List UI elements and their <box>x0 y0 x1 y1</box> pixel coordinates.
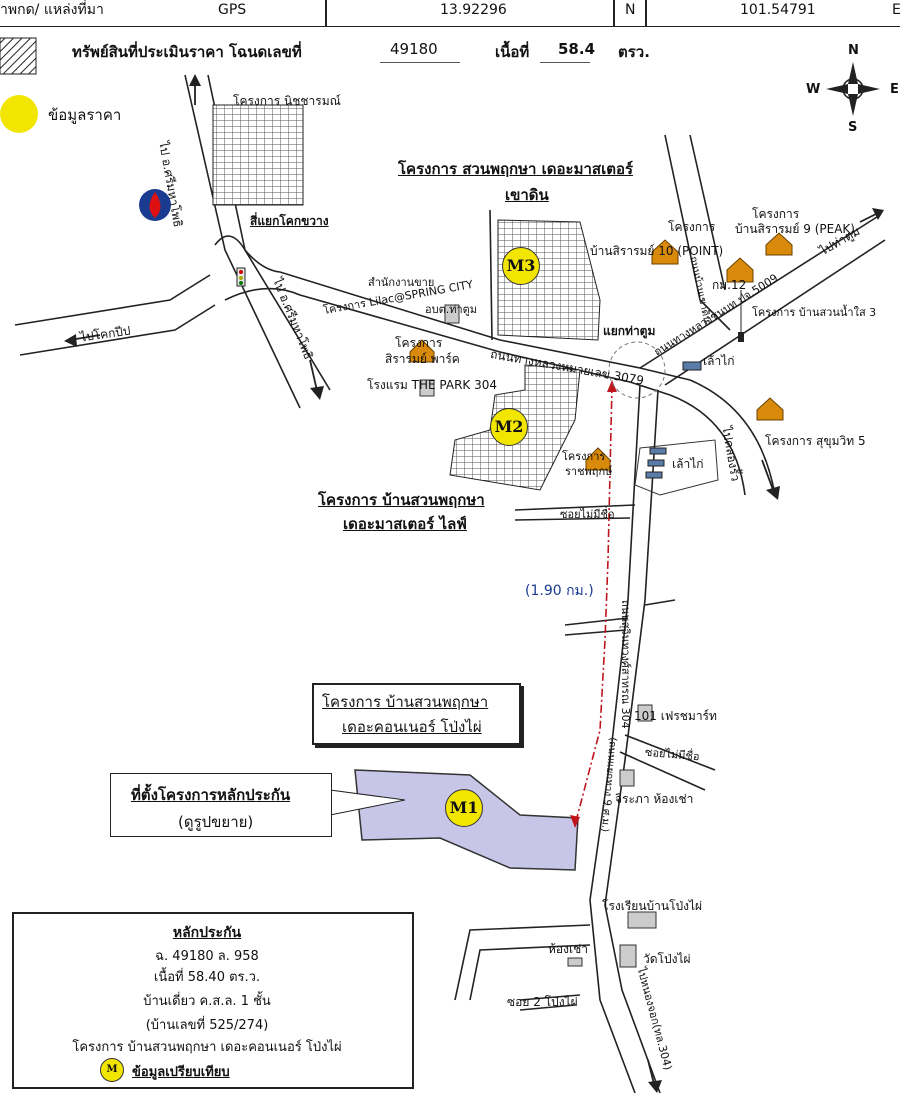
label-distance: (1.90 กม.) <box>525 583 594 599</box>
label-suan-nam-sai: โครงการ บ้านสวนน้ำใส 3 <box>752 306 877 319</box>
marker-m3: M3 <box>502 247 540 285</box>
legend-house-type: บ้านเดี่ยว ค.ส.ล. 1 ชั้น <box>143 994 271 1009</box>
compass-n: N <box>848 43 859 58</box>
header-n: N <box>625 2 636 18</box>
building-icons <box>419 304 657 968</box>
area-unit: ตรว. <box>618 43 650 61</box>
house-icons <box>409 232 793 471</box>
label-collateral-zoom: (ดูรูปขยาย) <box>178 813 254 831</box>
hatch-legend-icon <box>0 37 37 75</box>
label-chicken-farm-1: เล้าไก่ <box>703 354 735 368</box>
label-road-304: ถนนสุวินทวงศ์สาทรณ 304 <box>619 600 632 729</box>
compass-s: S <box>848 120 858 135</box>
label-nichcharam: โครงการ นิชชารมณ์ <box>233 94 341 108</box>
label-siram-park: โครงการ <box>395 336 443 350</box>
header-gps: GPS <box>218 2 247 18</box>
header-divider <box>613 0 615 26</box>
label-jirapa: จิระภา ห้องเช่า <box>615 792 694 806</box>
header-divider <box>325 0 327 26</box>
price-legend-label: ข้อมูลราคา <box>48 106 122 124</box>
marker-m1: M1 <box>445 789 483 827</box>
collateral-callout-box <box>110 773 332 837</box>
label-temple: วัดโป่งไผ่ <box>643 952 691 966</box>
legend-deed: ฉ. 49180 ล. 958 <box>155 949 259 964</box>
label-siram10-2: บ้านสิรารมย์ 10 (POINT) <box>590 244 724 258</box>
legend-m-icon: M <box>100 1058 124 1082</box>
price-legend-dot <box>0 95 38 133</box>
compass-e: E <box>890 82 899 97</box>
compass-icon <box>826 62 880 116</box>
label-rent-room: ห้องเช่า <box>548 942 588 956</box>
label-the-park: โรงแรม THE PARK 304 <box>367 378 498 392</box>
label-soi2: ซอย 2 โป่งไผ่ <box>507 995 578 1009</box>
area-label: เนื้อที่ <box>495 43 530 61</box>
route-arrow-down <box>570 815 580 828</box>
compass-w: W <box>806 82 821 97</box>
label-ratchaphruek-2: ราชพฤกษ์ <box>565 465 613 478</box>
deed-number: 49180 <box>390 40 438 58</box>
label-life-title-2: เดอะมาสเตอร์ ไลฟ์ <box>343 515 467 533</box>
label-siram9: โครงการ <box>752 207 800 221</box>
legend-title: หลักประกัน <box>172 925 242 941</box>
legend-area: เนื้อที่ 58.40 ตร.ว. <box>153 970 261 985</box>
label-collateral-location: ที่ตั้งโครงการหลักประกัน <box>131 786 291 804</box>
asset-label: ทรัพย์สินที่ประเมินราคา โฉนดเลขที่ <box>72 43 302 61</box>
label-sales-office: สำนักงานขาย <box>368 276 435 289</box>
label-sukhumvit5: โครงการ สุขุมวิท 5 <box>765 434 866 448</box>
nichcharam-grid <box>212 104 304 206</box>
label-siram9-2: บ้านสิรารมย์ 9 (PEAK) <box>735 222 855 236</box>
legend-box <box>12 912 414 1089</box>
label-life-title: โครงการ บ้านสวนพฤกษา <box>318 491 485 509</box>
label-soi-mai-1: ซอยไม่มีชื่อ <box>560 508 615 521</box>
header-lat: 13.92296 <box>440 2 507 18</box>
header-lon: 101.54791 <box>740 2 816 18</box>
route-line <box>574 384 613 826</box>
legend-comparison: ข้อมูลเปรียบเทียบ <box>132 1065 230 1080</box>
connor-project-box <box>312 683 521 745</box>
label-siram10: โครงการ <box>668 220 716 234</box>
header-source: าพกด/ แหล่งที่มา <box>0 2 104 18</box>
legend-house-no: (บ้านเลขที่ 525/274) <box>145 1018 269 1033</box>
label-school: โรงเรียนบ้านโป่งไผ่ <box>602 899 703 913</box>
route-arrow-up <box>607 380 617 392</box>
label-osot: อบต.ท่าตูม <box>425 303 478 316</box>
farm-outline <box>634 439 719 496</box>
farm-icons <box>645 361 702 479</box>
gps-header-row: าพกด/ แหล่งที่มา GPS 13.92296 N 101.5479… <box>0 0 900 27</box>
callout-pointer <box>329 789 406 816</box>
legend-project: โครงการ บ้านสวนพฤกษา เดอะคอนเนอร์ โป่งไผ… <box>72 1040 342 1055</box>
label-suan-title-2: เขาดิน <box>505 186 549 204</box>
label-chicken-farm-2: เล้าไก่ <box>672 457 704 471</box>
label-ratchaphruek: โครงการ <box>562 450 606 463</box>
marker-m2: M2 <box>490 408 528 446</box>
deed-underline <box>380 62 460 63</box>
label-connor: โครงการ บ้านสวนพฤกษา <box>322 693 489 711</box>
header-divider <box>645 0 647 26</box>
junction-circle <box>608 341 666 399</box>
label-fresh-mart: 101 เฟรชมาร์ท <box>634 709 717 723</box>
area-underline <box>540 62 590 63</box>
header-e: E <box>892 2 900 18</box>
label-km12: กม.12 <box>712 278 747 292</box>
label-siram-park-2: สิรารมย์ พาร์ค <box>385 352 460 366</box>
label-connor-2: เดอะคอนเนอร์ โป่งไผ่ <box>342 718 482 736</box>
label-tha-tum-junction: แยกท่าตูม <box>603 324 656 338</box>
label-suan-title: โครงการ สวนพฤกษา เดอะมาสเตอร์ <box>398 160 634 178</box>
km-post-icon <box>738 332 744 342</box>
label-khok-khwang: สี่แยกโคกขวาง <box>250 214 329 228</box>
area-value: 58.4 <box>558 40 596 58</box>
